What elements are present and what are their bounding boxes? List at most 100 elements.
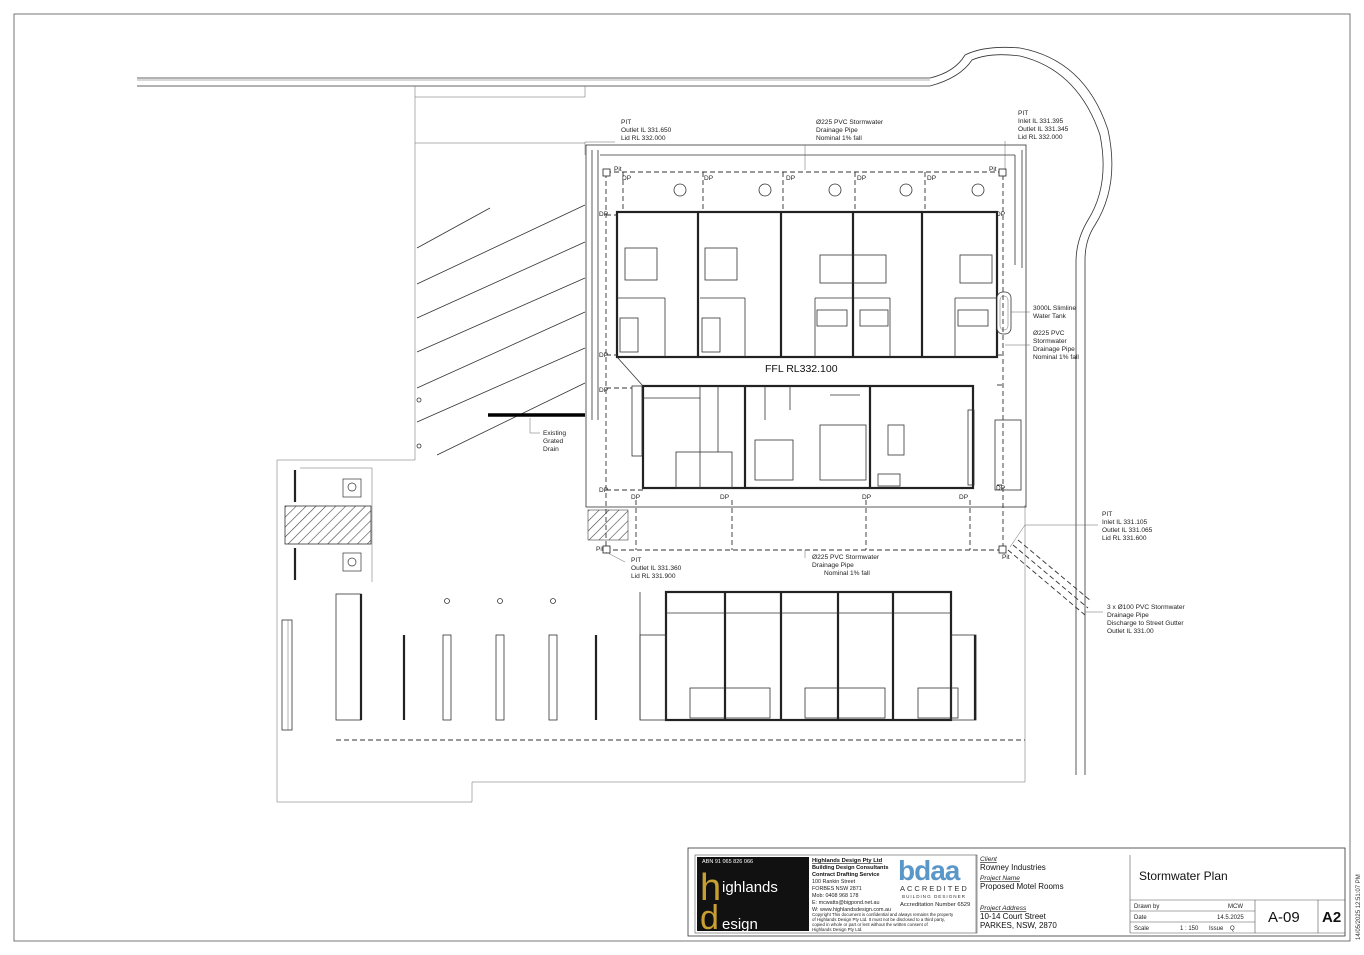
svg-text:Pit: Pit bbox=[989, 166, 997, 173]
svg-text:Nominal 1% fall: Nominal 1% fall bbox=[824, 570, 870, 577]
svg-text:Highlands Design Pty Ltd: Highlands Design Pty Ltd bbox=[812, 858, 883, 864]
svg-text:copied in whole or part or len: copied in whole or part or lent without … bbox=[812, 922, 928, 927]
svg-text:Nominal 1% fall: Nominal 1% fall bbox=[816, 135, 862, 142]
svg-text:FORBES NSW 2871: FORBES NSW 2871 bbox=[812, 886, 862, 892]
svg-text:DP: DP bbox=[786, 175, 795, 182]
ffl-label: FFL RL332.100 bbox=[765, 363, 838, 375]
svg-text:DP: DP bbox=[622, 175, 631, 182]
svg-text:DP: DP bbox=[927, 175, 936, 182]
annotation-discharge: 3 x Ø100 PVC Stormwater Drainage Pipe Di… bbox=[1107, 604, 1185, 635]
svg-text:3 x Ø100 PVC Stormwater: 3 x Ø100 PVC Stormwater bbox=[1107, 604, 1185, 611]
svg-text:PARKES, NSW, 2870: PARKES, NSW, 2870 bbox=[980, 921, 1057, 930]
pit-tags: Pit Pit Pit Pit bbox=[596, 166, 1010, 561]
svg-text:h: h bbox=[700, 867, 721, 909]
svg-text:14.5.2025: 14.5.2025 bbox=[1217, 915, 1244, 921]
svg-text:Nominal 1% fall: Nominal 1% fall bbox=[1033, 354, 1079, 361]
svg-text:Stormwater: Stormwater bbox=[1033, 338, 1068, 345]
svg-text:Ø225 PVC: Ø225 PVC bbox=[1033, 330, 1065, 337]
svg-text:Drainage Pipe: Drainage Pipe bbox=[816, 127, 858, 134]
svg-text:Issue: Issue bbox=[1209, 926, 1224, 932]
svg-text:Lid RL 331.600: Lid RL 331.600 bbox=[1102, 535, 1147, 542]
svg-text:Pit: Pit bbox=[596, 546, 604, 553]
plot-timestamp: 14/05/2025 12:51:07 PM bbox=[1356, 874, 1362, 940]
svg-text:DP: DP bbox=[862, 494, 871, 501]
svg-text:ighlands: ighlands bbox=[722, 879, 778, 896]
annotation-water-tank: 3000L Slimline Water Tank bbox=[1033, 305, 1076, 320]
svg-text:BUILDING DESIGNER: BUILDING DESIGNER bbox=[902, 894, 966, 899]
water-tank bbox=[996, 291, 1012, 335]
annotation-pipe-north: Ø225 PVC Stormwater Drainage Pipe Nomina… bbox=[816, 119, 884, 142]
svg-text:Accreditation Number 6529: Accreditation Number 6529 bbox=[900, 902, 970, 908]
existing-grated-drain bbox=[488, 413, 585, 434]
svg-text:Ø225 PVC Stormwater: Ø225 PVC Stormwater bbox=[816, 119, 884, 126]
diagonal-parking bbox=[416, 204, 586, 456]
svg-text:Date: Date bbox=[1134, 915, 1147, 921]
svg-text:Drainage Pipe: Drainage Pipe bbox=[1033, 346, 1075, 353]
lower-units bbox=[281, 590, 1025, 741]
downpipe-tags: DP DP DP DP DP DP DP DP DP DP DP DP DP D… bbox=[599, 175, 1005, 501]
svg-text:Q: Q bbox=[1230, 926, 1235, 932]
svg-text:PIT: PIT bbox=[1102, 511, 1112, 518]
svg-text:of Highlands Design Pty Ltd. I: of Highlands Design Pty Ltd. It must not… bbox=[812, 917, 945, 922]
annotation-pipe-east: Ø225 PVC Stormwater Drainage Pipe Nomina… bbox=[1033, 330, 1079, 361]
annotation-pit-se: PIT Inlet IL 331.105 Outlet IL 331.065 L… bbox=[1102, 511, 1153, 542]
title-block: ABN 91 065 826 066 h ighlands d esign Hi… bbox=[687, 847, 1346, 937]
stormwater-pipe-run bbox=[602, 168, 1092, 616]
svg-text:Ø225 PVC Stormwater: Ø225 PVC Stormwater bbox=[812, 554, 880, 561]
annotation-pipe-south: Ø225 PVC Stormwater Drainage Pipe Nomina… bbox=[812, 554, 880, 577]
svg-text:Proposed Motel Rooms: Proposed Motel Rooms bbox=[980, 882, 1064, 891]
svg-text:1 : 150: 1 : 150 bbox=[1180, 926, 1199, 932]
svg-text:Scale: Scale bbox=[1134, 926, 1150, 932]
svg-text:Lid RL 332.000: Lid RL 332.000 bbox=[1018, 134, 1063, 141]
accessible-parking bbox=[284, 470, 372, 580]
svg-text:Lid RL 332.000: Lid RL 332.000 bbox=[621, 135, 666, 142]
svg-text:Contract Drafting Service: Contract Drafting Service bbox=[812, 872, 879, 878]
svg-text:ABN 91 065 826 066: ABN 91 065 826 066 bbox=[702, 859, 753, 865]
annotation-drain: Existing Grated Drain bbox=[543, 430, 566, 453]
svg-text:Outlet IL 331.00: Outlet IL 331.00 bbox=[1107, 628, 1154, 635]
svg-text:DP: DP bbox=[599, 211, 608, 218]
svg-text:DP: DP bbox=[857, 175, 866, 182]
svg-text:E: mcwatts@bigpond.net.au: E: mcwatts@bigpond.net.au bbox=[812, 900, 880, 906]
svg-text:Existing: Existing bbox=[543, 430, 566, 437]
svg-text:Grated: Grated bbox=[543, 438, 563, 445]
svg-text:DP: DP bbox=[631, 494, 640, 501]
svg-text:DP: DP bbox=[959, 494, 968, 501]
accessible-parking-icon bbox=[342, 478, 362, 498]
svg-text:Stormwater Plan: Stormwater Plan bbox=[1139, 869, 1228, 883]
svg-text:Drainage Pipe: Drainage Pipe bbox=[1107, 612, 1149, 619]
svg-text:Outlet IL 331.345: Outlet IL 331.345 bbox=[1018, 126, 1069, 133]
svg-text:Inlet IL 331.105: Inlet IL 331.105 bbox=[1102, 519, 1148, 526]
svg-text:Discharge to Street Gutter: Discharge to Street Gutter bbox=[1107, 620, 1184, 627]
svg-text:DP: DP bbox=[720, 494, 729, 501]
svg-text:10-14 Court Street: 10-14 Court Street bbox=[980, 912, 1047, 921]
accessible-parking-icon bbox=[342, 552, 362, 572]
svg-text:MCW: MCW bbox=[1228, 904, 1243, 910]
svg-text:Client: Client bbox=[980, 856, 998, 863]
svg-text:Pit: Pit bbox=[1002, 554, 1010, 561]
highlands-logo bbox=[697, 857, 809, 931]
svg-text:ACCREDITED: ACCREDITED bbox=[900, 884, 969, 893]
svg-text:PIT: PIT bbox=[621, 119, 631, 126]
pit-nw bbox=[602, 168, 611, 177]
motel-building bbox=[585, 144, 1027, 541]
svg-text:DP: DP bbox=[599, 387, 608, 394]
svg-text:DP: DP bbox=[599, 352, 608, 359]
svg-text:esign: esign bbox=[722, 916, 758, 933]
svg-text:Drainage Pipe: Drainage Pipe bbox=[812, 562, 854, 569]
bdaa-logo: bdaa bbox=[898, 855, 961, 886]
pit-se bbox=[998, 545, 1007, 554]
svg-text:3000L Slimline: 3000L Slimline bbox=[1033, 305, 1076, 312]
svg-text:W: www.highlandsdesign.com.au: W: www.highlandsdesign.com.au bbox=[812, 907, 891, 913]
sheet-size: A2 bbox=[1322, 909, 1341, 926]
site-boundary bbox=[137, 46, 1113, 803]
annotation-pit-sw: PIT Outlet IL 331.360 Lid RL 331.900 bbox=[631, 557, 682, 580]
svg-text:Outlet IL 331.650: Outlet IL 331.650 bbox=[621, 127, 672, 134]
annotation-pit-nw: PIT Outlet IL 331.650 Lid RL 332.000 bbox=[621, 119, 672, 142]
svg-text:DP: DP bbox=[599, 487, 608, 494]
svg-text:Highlands Design Pty Ltd.: Highlands Design Pty Ltd. bbox=[812, 927, 863, 932]
svg-text:DP: DP bbox=[704, 175, 713, 182]
sheet-border bbox=[13, 13, 1351, 942]
svg-text:Drain: Drain bbox=[543, 446, 559, 453]
